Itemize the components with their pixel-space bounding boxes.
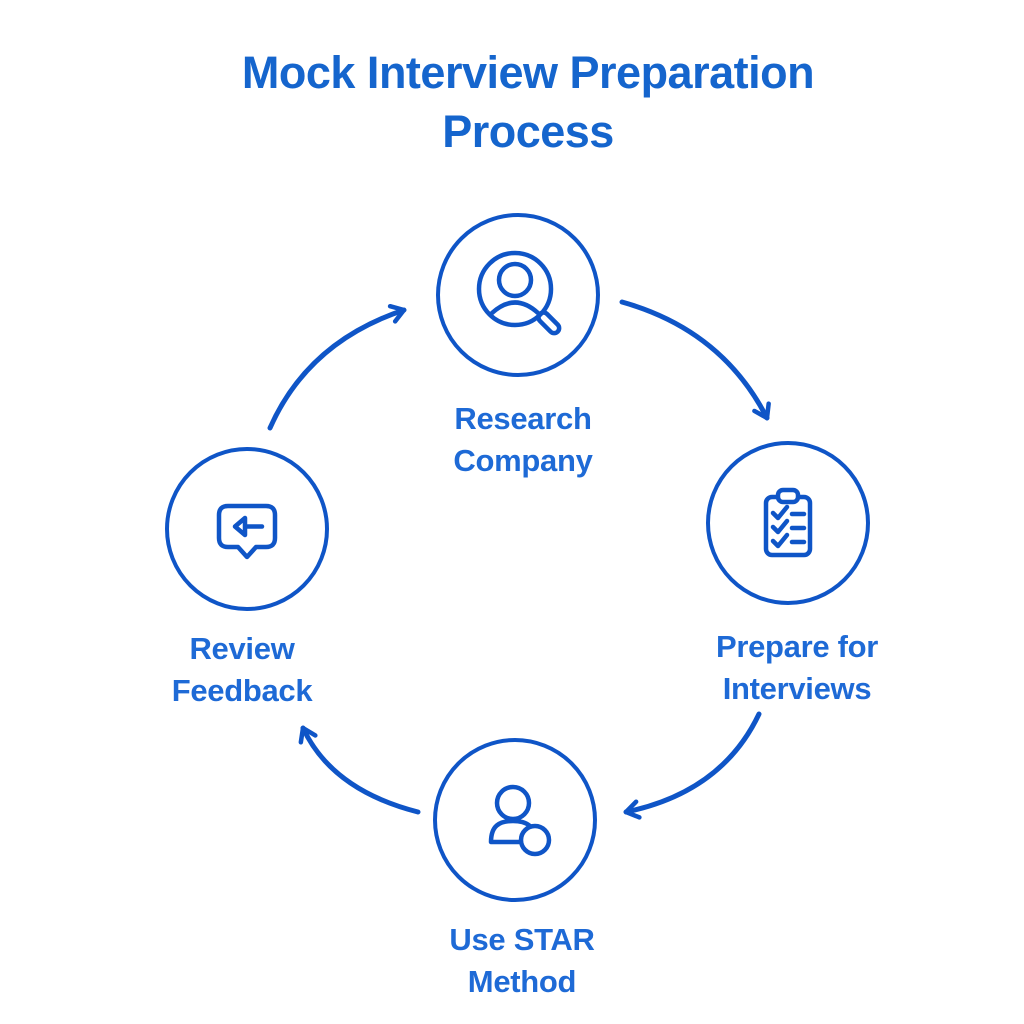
label-line: Feedback (171, 673, 313, 708)
page-title: Mock Interview Preparation Process (32, 44, 1024, 161)
node-use-star-method (433, 738, 597, 902)
page-title-text: Mock Interview Preparation Process (241, 47, 815, 157)
search-person-icon (476, 250, 562, 336)
label-research-company: Research Company (393, 398, 653, 482)
label-use-star-method: Use STAR Method (392, 919, 652, 1003)
label-review-feedback: Review Feedback (112, 628, 372, 712)
person-icon (488, 784, 552, 857)
label-line: Interviews (722, 671, 872, 706)
label-line: Use STAR (449, 922, 595, 957)
label-line: Company (453, 443, 593, 478)
label-line: Research (454, 401, 592, 436)
checklist-clipboard-icon (763, 487, 813, 558)
feedback-message-icon (216, 503, 278, 560)
label-line: Review (189, 631, 295, 666)
arrow-review-to-research (267, 303, 407, 431)
label-prepare-for-interviews: Prepare for Interviews (667, 626, 927, 710)
label-line: Prepare for (715, 629, 879, 664)
arrow-prepare-to-star (623, 711, 762, 820)
arrow-star-to-review (298, 725, 421, 815)
node-review-feedback (165, 447, 329, 611)
node-prepare-for-interviews (706, 441, 870, 605)
node-research-company (436, 213, 600, 377)
label-line: Method (467, 964, 577, 999)
